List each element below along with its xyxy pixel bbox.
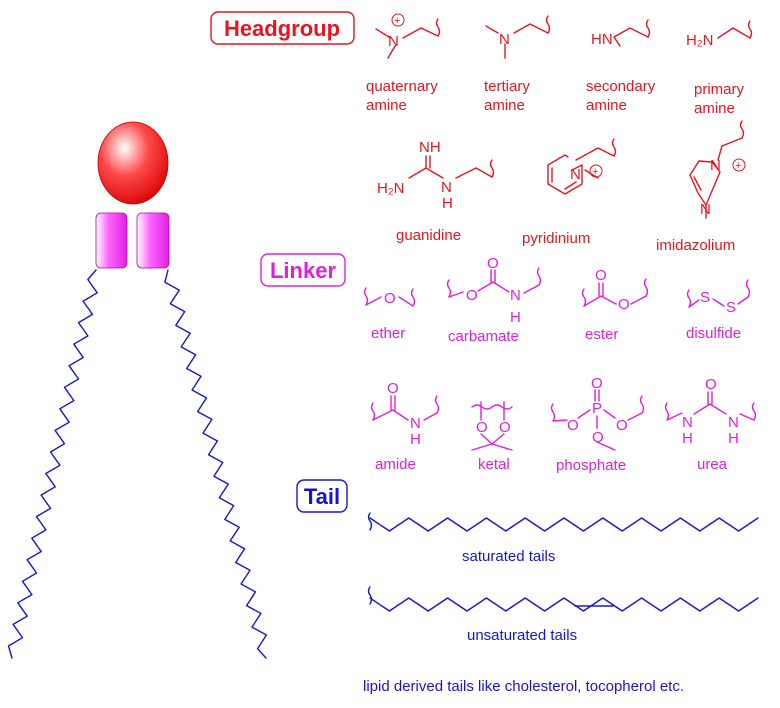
label-unsaturated: unsaturated tails <box>467 627 577 644</box>
label-ester: ester <box>585 326 618 343</box>
label-ether: ether <box>371 325 405 342</box>
atom-h2n: H₂N <box>377 180 405 197</box>
atom-s: S <box>700 289 710 306</box>
section-title-tail: Tail <box>304 484 340 509</box>
atom-o: O <box>499 419 511 436</box>
label-text: quaternary <box>366 78 438 95</box>
headgroup-secondary-amine: HN secondary amine <box>586 19 656 114</box>
atom-n: N <box>700 201 711 218</box>
charge-plus: + <box>735 160 741 172</box>
atom-h: H <box>728 430 739 447</box>
label-text-line2: amine <box>694 100 735 117</box>
atom-o-carbonyl: O <box>595 267 607 284</box>
headgroup-guanidine: H₂N NH N H guanidine <box>377 139 495 244</box>
hydrocarbon-tail-icon <box>369 597 759 612</box>
label-lipid-derived: lipid derived tails like cholesterol, to… <box>363 678 684 695</box>
tail-saturated: saturated tails <box>367 512 759 565</box>
label-ketal: ketal <box>478 456 510 473</box>
atom-h: H <box>442 195 453 212</box>
section-headgroup-header: Headgroup <box>210 11 355 45</box>
atom-n: N <box>499 31 510 48</box>
atom-o: O <box>616 417 628 434</box>
atom-h2n: H₂N <box>686 32 714 49</box>
charge-plus: + <box>394 15 400 27</box>
linker-disulfide: S S disulfide <box>686 279 751 342</box>
label-text-line2: amine <box>484 97 525 114</box>
label-text: primary <box>694 81 745 98</box>
atom-o: O <box>384 290 396 307</box>
section-title-headgroup: Headgroup <box>224 16 340 41</box>
label-pyridinium: pyridinium <box>522 230 590 247</box>
atom-n: N <box>728 414 739 431</box>
headgroup-pyridinium: N + pyridinium <box>522 138 617 247</box>
atom-n: N <box>410 415 421 432</box>
label-primary: primary amine <box>694 81 745 117</box>
headgroup-tertiary-amine: N tertiary amine <box>484 15 551 114</box>
label-secondary: secondary amine <box>586 78 656 114</box>
charge-plus: + <box>592 166 598 178</box>
label-text: tertiary <box>484 78 530 95</box>
atom-n: N <box>441 179 452 196</box>
atom-h: H <box>410 431 421 448</box>
label-text-line2: amine <box>586 97 627 114</box>
linker-ketal: O O ketal <box>471 401 513 473</box>
atom-s: S <box>726 299 736 316</box>
label-guanidine: guanidine <box>396 227 461 244</box>
atom-nh: NH <box>419 139 441 156</box>
headgroup-imidazolium: N N + imidazolium <box>656 120 746 254</box>
label-disulfide: disulfide <box>686 325 741 342</box>
section-linker-header: Linker <box>260 253 346 287</box>
linker-urea: O N H N H urea <box>664 376 757 473</box>
section-tail-header: Tail <box>296 479 348 513</box>
linker-amide: O N H amide <box>370 380 440 473</box>
atom-h: H <box>682 430 693 447</box>
lipid-head-sphere-icon <box>97 121 169 205</box>
atom-p: P <box>592 400 602 417</box>
linker-phosphate: O P O O O phosphate <box>550 375 645 474</box>
atom-o: O <box>476 419 488 436</box>
atom-o-double: O <box>591 375 603 392</box>
atom-n: N <box>682 414 693 431</box>
atom-o-carbonyl: O <box>387 380 399 397</box>
hydrocarbon-tail-icon <box>7 269 98 659</box>
linker-block-icon <box>95 212 128 269</box>
headgroup-quaternary-amine: N + quaternary amine <box>366 13 441 114</box>
atom-o: O <box>592 429 604 446</box>
atom-hn: HN <box>591 31 613 48</box>
label-tertiary: tertiary amine <box>484 78 530 114</box>
label-phosphate: phosphate <box>556 457 626 474</box>
atom-h: H <box>510 309 521 326</box>
linker-block-icon <box>136 212 170 269</box>
atom-n-plus: N <box>710 157 721 174</box>
atom-n: N <box>388 33 399 50</box>
headgroup-primary-amine: H₂N primary amine <box>686 20 753 117</box>
atom-o: O <box>618 296 630 313</box>
hydrocarbon-tail-icon <box>164 269 268 659</box>
linker-ether: O ether <box>363 287 416 342</box>
hydrocarbon-tail-icon <box>369 517 759 532</box>
atom-n: N <box>570 166 581 183</box>
label-imidazolium: imidazolium <box>656 237 735 254</box>
label-text: secondary <box>586 78 656 95</box>
atom-n: N <box>510 287 521 304</box>
label-urea: urea <box>697 456 728 473</box>
tail-unsaturated: unsaturated tails <box>367 586 759 644</box>
label-amide: amide <box>375 456 416 473</box>
atom-o-carbonyl: O <box>705 376 717 393</box>
atom-o-carbonyl: O <box>487 255 499 272</box>
section-title-linker: Linker <box>270 258 336 283</box>
lipid-illustration <box>7 121 268 659</box>
label-carbamate: carbamate <box>448 328 519 345</box>
linker-carbamate: O O N H carbamate <box>446 255 542 345</box>
label-saturated: saturated tails <box>462 548 555 565</box>
linker-ester: O O ester <box>581 267 649 343</box>
label-text-line2: amine <box>366 97 407 114</box>
label-quaternary: quaternary amine <box>366 78 438 114</box>
atom-o: O <box>466 287 478 304</box>
atom-o: O <box>567 417 579 434</box>
